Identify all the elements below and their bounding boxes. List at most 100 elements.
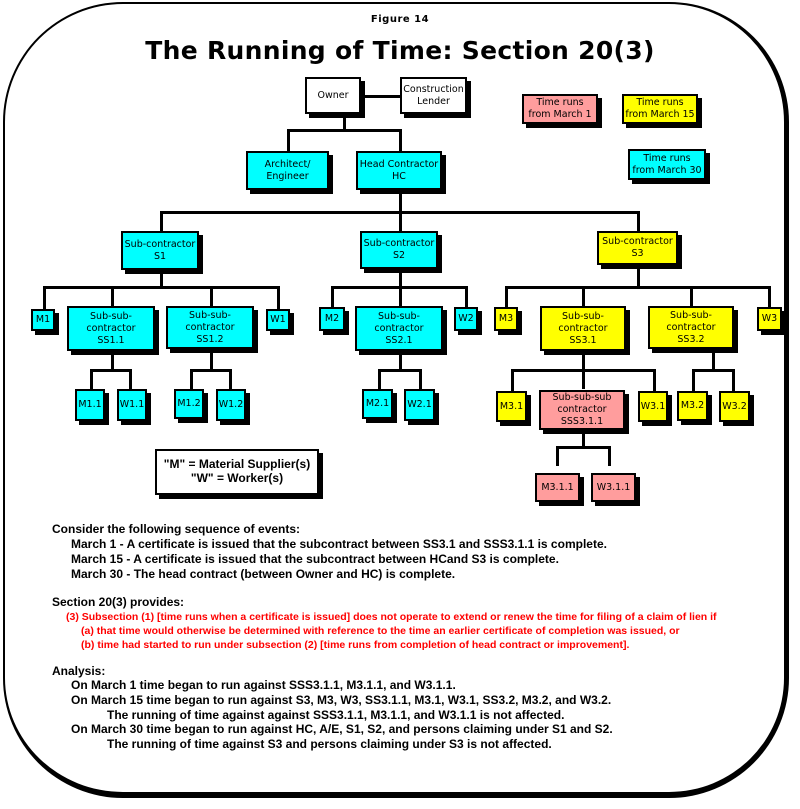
node-w1-2: W1.2 (216, 389, 246, 421)
node-m2-1: M2.1 (362, 389, 393, 419)
connector (111, 286, 114, 306)
connector (582, 369, 585, 389)
node-m3-2: M3.2 (677, 391, 708, 421)
node-ss2-1: Sub-sub- contractor SS2.1 (355, 306, 443, 351)
node-m1-2: M1.2 (174, 389, 204, 419)
connector (637, 264, 640, 288)
connector (343, 113, 346, 130)
connector (43, 286, 46, 310)
connector (505, 286, 771, 289)
connector (210, 349, 213, 371)
node-ss1-1: Sub-sub- contractor SS1.1 (67, 306, 155, 351)
connector (399, 286, 402, 306)
connector (160, 211, 163, 233)
node-construction-lender: Construction Lender (400, 77, 467, 114)
connector (465, 286, 468, 310)
node-m1-1: M1.1 (75, 389, 105, 421)
connector (608, 446, 611, 466)
event-march-15: March 15 - A certificate is issued that … (71, 552, 559, 566)
connector (331, 286, 334, 310)
node-m3: M3 (494, 307, 518, 331)
connector (637, 211, 640, 233)
node-m3-1: M3.1 (496, 391, 527, 422)
connector (712, 349, 715, 371)
rounded-frame (3, 2, 789, 798)
connector (190, 369, 232, 372)
node-w2: W2 (454, 307, 478, 331)
connector (378, 369, 381, 389)
connector (277, 286, 280, 310)
section-heading: Section 20(3) provides: (52, 595, 185, 609)
node-s2: Sub-contractor S2 (360, 231, 438, 269)
node-m1: M1 (31, 309, 55, 331)
events-heading: Consider the following sequence of event… (52, 522, 301, 536)
analysis-line-1: On March 1 time began to run against SSS… (71, 678, 456, 692)
diagram-title: The Running of Time: Section 20(3) (145, 36, 655, 65)
node-m2: M2 (319, 307, 345, 331)
node-w1: W1 (266, 309, 290, 331)
connector (399, 129, 402, 152)
connector (287, 129, 290, 152)
connector (287, 129, 400, 132)
section-clause-a: (a) that time would otherwise be determi… (81, 625, 680, 637)
connector (190, 369, 193, 389)
connector (556, 446, 559, 466)
connector (582, 430, 585, 448)
node-w3-2: W3.2 (719, 391, 750, 422)
section-subsection-3: (3) Subsection (1) [time runs when a cer… (66, 611, 717, 623)
key-march-30: Time runs from March 30 (628, 149, 706, 180)
connector (90, 369, 93, 389)
connector (43, 286, 280, 289)
connector (399, 211, 402, 233)
node-ss3-2: Sub-sub- contractor SS3.2 (648, 306, 734, 349)
figure-label: Figure 14 (370, 14, 430, 25)
node-s1: Sub-contractor S1 (121, 231, 199, 270)
connector (692, 369, 734, 372)
node-w1-1: W1.1 (117, 389, 147, 421)
node-m3-1-1: M3.1.1 (535, 473, 580, 502)
node-architect-engineer: Architect/ Engineer (246, 151, 329, 190)
connector (419, 369, 422, 389)
node-w3: W3 (757, 307, 782, 331)
analysis-line-5: The running of time against S3 and perso… (107, 737, 552, 751)
connector (511, 369, 514, 391)
legend-w: "W" = Worker(s) (190, 471, 284, 485)
connector (690, 286, 693, 306)
connector (582, 286, 585, 306)
connector (160, 270, 163, 288)
legend-box: "M" = Material Supplier(s) "W" = Worker(… (155, 449, 319, 495)
key-march-1: Time runs from March 1 (522, 94, 598, 124)
connector (229, 369, 232, 389)
node-owner: Owner (305, 77, 361, 114)
node-sss3-1-1: Sub-sub-sub contractor SSS3.1.1 (539, 390, 625, 430)
connector (90, 369, 132, 372)
connector (378, 369, 421, 372)
connector (210, 286, 213, 306)
node-head-contractor: Head Contractor HC (356, 151, 442, 190)
analysis-line-4: On March 30 time began to run against HC… (71, 722, 613, 736)
connector (732, 369, 735, 391)
analysis-line-3: The running of time against against SSS3… (107, 708, 565, 722)
analysis-line-2: On March 15 time began to run against S3… (71, 693, 612, 707)
node-ss3-1: Sub-sub- contractor SS3.1 (540, 306, 626, 351)
connector (111, 351, 114, 371)
connector (360, 95, 402, 98)
connector (399, 190, 402, 220)
event-march-1: March 1 - A certificate is issued that t… (71, 537, 607, 551)
connector (399, 351, 402, 371)
connector (768, 286, 771, 310)
node-w3-1: W3.1 (638, 391, 668, 422)
section-clause-b: (b) time had started to run under subsec… (81, 639, 630, 651)
connector (556, 446, 610, 449)
connector (399, 268, 402, 288)
analysis-heading: Analysis: (52, 664, 106, 678)
event-march-30: March 30 - The head contract (between Ow… (71, 567, 456, 581)
node-w3-1-1: W3.1.1 (591, 473, 636, 502)
connector (582, 351, 585, 371)
key-march-15: Time runs from March 15 (622, 94, 698, 124)
legend-m: "M" = Material Supplier(s) (163, 457, 311, 471)
connector (129, 369, 132, 389)
node-w2-1: W2.1 (404, 389, 435, 421)
connector (692, 369, 695, 391)
connector (653, 369, 656, 391)
